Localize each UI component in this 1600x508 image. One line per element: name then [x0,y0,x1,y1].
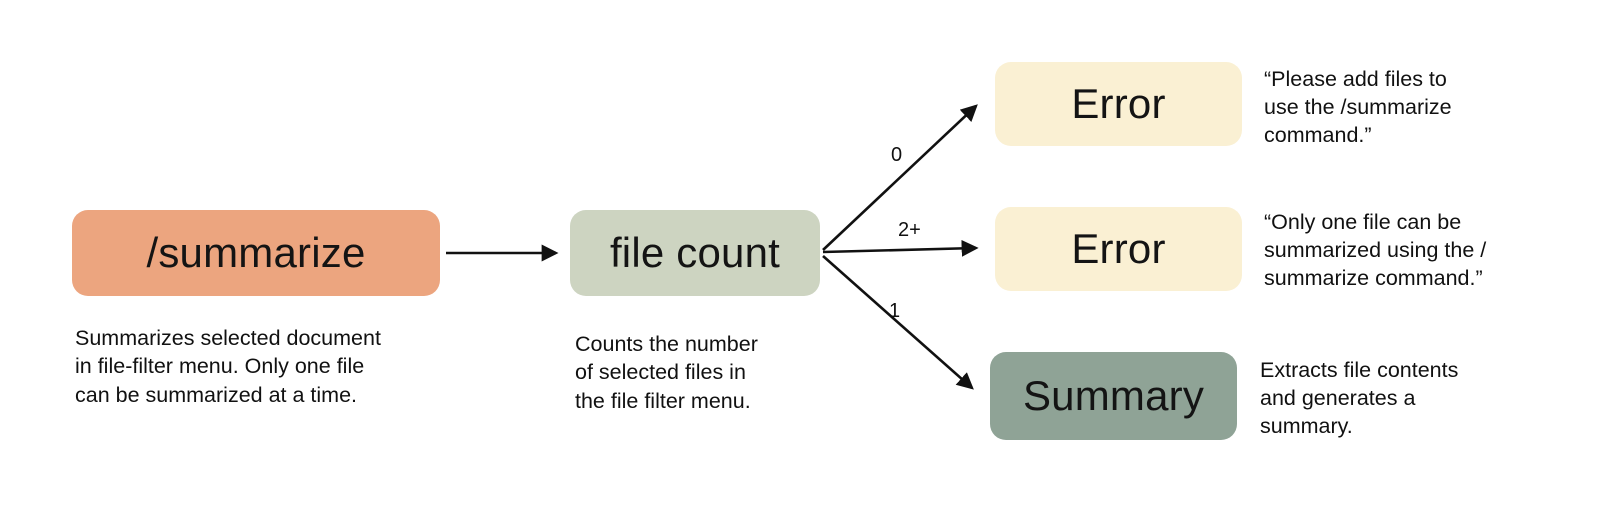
edge-file-count-to-error-multiple [822,239,979,257]
node-error-multiple-label: Error [1071,225,1166,272]
caption-file-count: Counts the number of selected files in t… [575,332,758,413]
node-error-multiple-files: Error [995,207,1242,291]
caption-summarize: Summarizes selected document in file-fil… [75,326,381,407]
node-summarize: /summarize [72,210,440,296]
node-summarize-label: /summarize [146,229,366,276]
node-file-count-label: file count [609,229,781,276]
node-error-zero-files: Error [995,62,1242,146]
annotation-summary: Extracts file contents and generates a s… [1260,358,1459,438]
node-error-zero-label: Error [1071,80,1166,127]
annotation-error-multiple: “Only one file can be summarized using t… [1264,210,1487,290]
node-summary: Summary [990,352,1237,440]
edge-label-two-plus: 2+ [898,219,921,241]
annotation-error-zero: “Please add files to use the /summarize … [1264,67,1452,147]
edge-label-zero: 0 [891,144,903,166]
edge-label-one: 1 [889,300,901,322]
node-file-count: file count [570,210,820,296]
node-summary-label: Summary [1022,372,1205,419]
